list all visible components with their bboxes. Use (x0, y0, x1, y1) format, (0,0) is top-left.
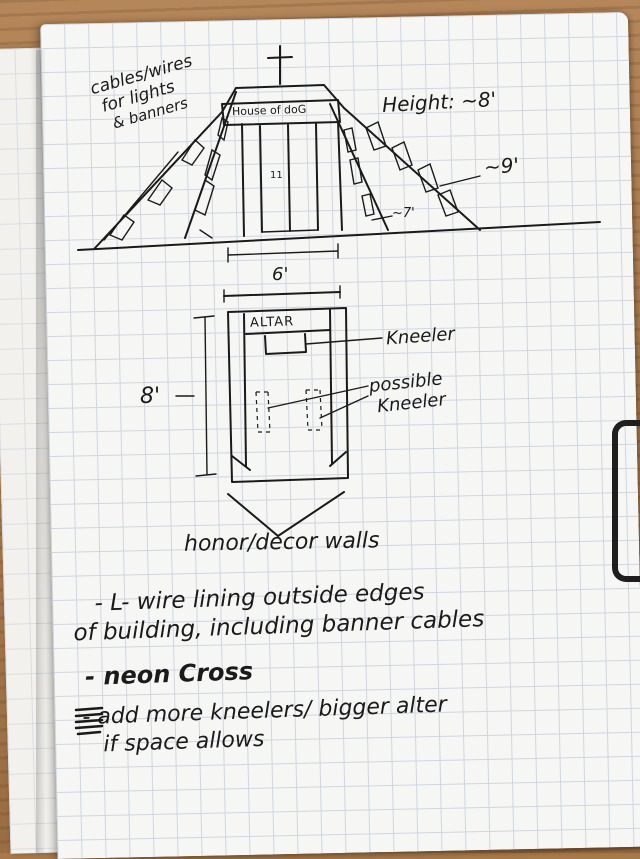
door-mark: 11 (270, 170, 283, 181)
notebook-spine (36, 50, 46, 853)
length-label: 8' (140, 384, 161, 409)
possible-kneeler-label: possible Kneeler (368, 368, 447, 418)
cross-icon (267, 45, 293, 85)
notes-block: - L- wire lining outside edges of buildi… (73, 571, 630, 760)
note-line: - neon Cross (84, 657, 254, 692)
sign-text: House of doG (231, 102, 307, 119)
width-dimension (227, 243, 339, 263)
possible-kneeler-dashed (255, 389, 323, 433)
kneeler-box (264, 333, 307, 355)
double-door (259, 123, 319, 233)
right-banners (365, 121, 459, 217)
walls-label: honor/decor walls (183, 528, 380, 557)
sign-board (221, 99, 341, 126)
altar-label: ALTAR (249, 314, 295, 331)
elastic-strap (612, 420, 640, 582)
width-label: 6' (272, 264, 289, 285)
decor-walls (227, 491, 345, 537)
slope-label: ~9' (483, 152, 520, 180)
ground-line (77, 221, 601, 251)
base-label: ~7' (392, 206, 415, 221)
scribble-mark (74, 706, 104, 736)
floor-plan-outline (227, 307, 349, 483)
length-dimension (193, 315, 217, 477)
